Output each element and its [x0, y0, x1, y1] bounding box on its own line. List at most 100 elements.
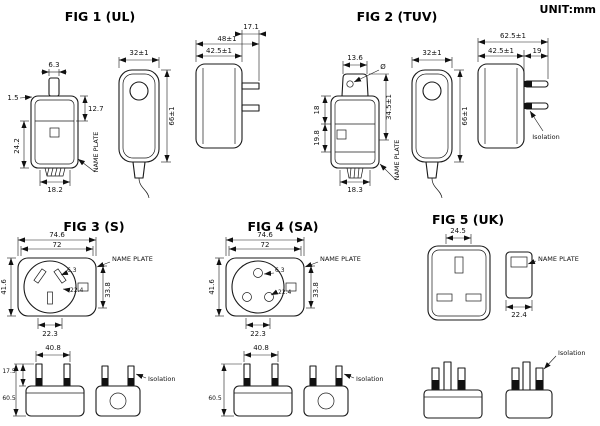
unit-label: UNIT:mm [540, 3, 596, 16]
fig5-dim-profile-width: 22.4 [511, 311, 527, 319]
fig4-pin-neutral [264, 292, 274, 302]
fig5-slot-earth [454, 256, 464, 274]
fig3-top-view [17, 257, 97, 317]
fig3-slot-earth [47, 291, 53, 305]
fig3-dim-pin-spacing: 22.4 [70, 287, 84, 294]
fig2-isolation-sleeve-lower [524, 103, 532, 109]
fig1-rear-view [195, 63, 260, 149]
fig2-rear-dimensions [477, 38, 549, 132]
fig4-dim-left-height: 41.6 [208, 279, 216, 295]
fig1-dim-upper-height: 12.7 [88, 105, 104, 113]
fig4-plug-body-side [233, 385, 293, 417]
fig1-side-body [118, 69, 160, 163]
fig2-side-body [411, 69, 453, 163]
fig5-dim-top-width: 24.5 [450, 227, 466, 235]
fig4-pin-earth [253, 268, 263, 278]
fig3-dim-inner-width: 72 [53, 241, 62, 249]
fig1-dim-side-height: 66±1 [168, 106, 176, 125]
fig4-dim-slot-width: 6.3 [275, 267, 285, 274]
fig3-slot-left [33, 268, 47, 284]
fig3-pin-front-view [95, 365, 141, 417]
fig2-front-body [330, 95, 380, 169]
fig3-dim-left-height: 41.6 [0, 279, 8, 295]
fig2-strain-relief [425, 161, 439, 179]
fig1-front-detail [49, 127, 60, 138]
fig4-dim-right-height: 33.8 [312, 282, 320, 298]
fig2-front-dimensions [321, 61, 397, 186]
fig2-front-detail [336, 129, 347, 140]
fig4-title: FIG 4 (SA) [248, 219, 319, 234]
fig2-title: FIG 2 (TUV) [357, 9, 438, 24]
fig5-face-body [427, 245, 491, 321]
fig4-side-notch [285, 282, 297, 292]
fig1-dim-body-depth: 42.5±1 [206, 47, 232, 55]
fig2-dim-body-depth: 42.5±1 [488, 47, 514, 55]
fig1-dim-bottom-width: 18.2 [47, 186, 63, 194]
fig1-strain-relief [132, 161, 146, 179]
fig5-name-plate-area [510, 256, 528, 268]
fig2-dim-bottom-width: 18.3 [347, 186, 363, 194]
fig4-top-view [225, 257, 305, 317]
fig1-cable [138, 177, 150, 199]
fig4-dim-pin-span: 40.8 [253, 344, 269, 352]
fig2-side-pin-boss [422, 81, 442, 101]
fig4-plug-boss [317, 392, 335, 410]
fig1-boss-hatch [46, 167, 62, 177]
fig3-dim-pin-span: 40.8 [45, 344, 61, 352]
fig1-dim-side-width: 32±1 [129, 49, 148, 57]
fig4-dim-overall-width: 74.6 [257, 231, 273, 239]
fig4-bottom-dimensions [221, 351, 355, 417]
fig2-cable [431, 177, 443, 199]
fig2-dim-pin-section: 34.5±1 [385, 94, 393, 120]
fig3-isolation-sleeve-right [64, 378, 70, 386]
fig2-dim-pin-diameter: Ø [380, 63, 386, 71]
fig2-dim-side-height: 66±1 [461, 106, 469, 125]
fig3-bottom-dimensions [13, 351, 147, 417]
fig3-dim-right-height: 33.8 [104, 282, 112, 298]
fig1-name-plate-label: NAME PLATE [92, 132, 100, 173]
fig2-dim-top-width: 13.6 [347, 54, 363, 62]
fig1-dim-blade-length: 17.1 [243, 23, 259, 31]
fig4-plug-body-front [303, 385, 349, 417]
fig5-side-profile [505, 251, 533, 299]
fig1-dim-overall-depth: 48±1 [217, 35, 236, 43]
fig5-top-view [427, 245, 533, 321]
fig2-pin-dome [341, 73, 369, 97]
fig3-slot-right [53, 268, 67, 284]
fig3-dim-overall-height: 60.5 [2, 395, 16, 402]
fig2-dim-lower-left: 19.8 [313, 130, 321, 146]
fig3-body [17, 257, 97, 317]
fig4-face-circle [231, 260, 285, 314]
fig5-name-plate-label: NAME PLATE [538, 255, 579, 263]
fig5-title: FIG 5 (UK) [432, 212, 504, 227]
fig2-name-plate-label: NAME PLATE [393, 140, 401, 181]
fig5-isolation-label: Isolation [558, 349, 586, 357]
fig5-slot-neutral [465, 293, 482, 302]
fig1-front-dimensions [19, 69, 96, 186]
fig3-plug-body-front [95, 385, 141, 417]
fig1-dim-lower-height: 24.2 [13, 138, 21, 154]
fig5-pin-front-view [505, 361, 553, 419]
fig3-pin-side-view [25, 363, 85, 417]
fig3-isolation-sleeve-left [36, 378, 42, 386]
fig3-isolation-label: Isolation [148, 375, 176, 383]
fig3-plug-body-side [25, 385, 85, 417]
fig1-side-view [118, 69, 160, 199]
fig3-top-dimensions [7, 237, 111, 329]
fig4-top-dimensions [215, 237, 319, 329]
fig3-title: FIG 3 (S) [63, 219, 124, 234]
fig5-pin-side-view [423, 361, 483, 419]
fig2-dim-side-width: 32±1 [422, 49, 441, 57]
fig2-side-dimensions [411, 57, 464, 163]
fig3-dim-bottom-width: 22.3 [42, 330, 58, 338]
fig1-side-pin-boss [129, 81, 149, 101]
fig5-plug-body-front [505, 389, 553, 419]
fig1-dim-blade-width: 6.3 [48, 61, 59, 69]
fig4-dim-overall-height: 60.5 [208, 395, 222, 402]
fig4-pin-live [242, 292, 252, 302]
fig3-dim-pin-length: 17.5 [2, 368, 16, 375]
fig3-name-plate-label: NAME PLATE [112, 255, 153, 263]
fig2-front-view [330, 73, 380, 179]
fig2-dim-overall-depth: 62.5±1 [500, 32, 526, 40]
